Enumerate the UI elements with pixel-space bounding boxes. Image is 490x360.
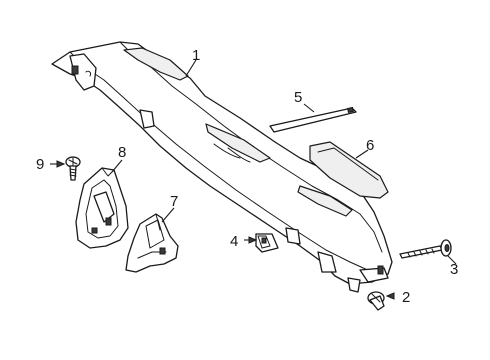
leader-5	[303, 103, 315, 113]
leader-8	[111, 159, 123, 173]
part-5-trim-strip	[269, 106, 357, 133]
part-3-bolt	[399, 239, 452, 259]
callout-4: 4	[230, 233, 238, 250]
leader-6	[355, 149, 369, 159]
callout-3: 3	[450, 261, 458, 278]
part-8-bracket	[75, 167, 129, 249]
leader-1	[185, 59, 197, 77]
callout-5: 5	[294, 89, 302, 106]
callout-9: 9	[36, 156, 44, 173]
part-9-screw	[65, 156, 81, 181]
callout-8: 8	[118, 144, 126, 161]
part-6-pad	[309, 141, 389, 199]
leader-lines	[50, 59, 457, 300]
callout-2: 2	[402, 289, 410, 306]
callout-1: 1	[192, 47, 200, 64]
callout-labels: 1 2 3 4 5 6 7 8 9	[36, 47, 458, 306]
arrow-2	[385, 292, 395, 300]
part-2-screw	[367, 291, 385, 311]
arrow-9	[56, 160, 66, 168]
callout-6: 6	[366, 137, 374, 154]
leader-3	[447, 255, 457, 265]
leader-7	[161, 207, 175, 223]
part-1-spoiler-panel	[51, 41, 393, 293]
part-7-bracket	[125, 213, 179, 273]
part-4-clip	[255, 233, 279, 253]
arrow-4	[248, 236, 258, 244]
callout-7: 7	[170, 193, 178, 210]
